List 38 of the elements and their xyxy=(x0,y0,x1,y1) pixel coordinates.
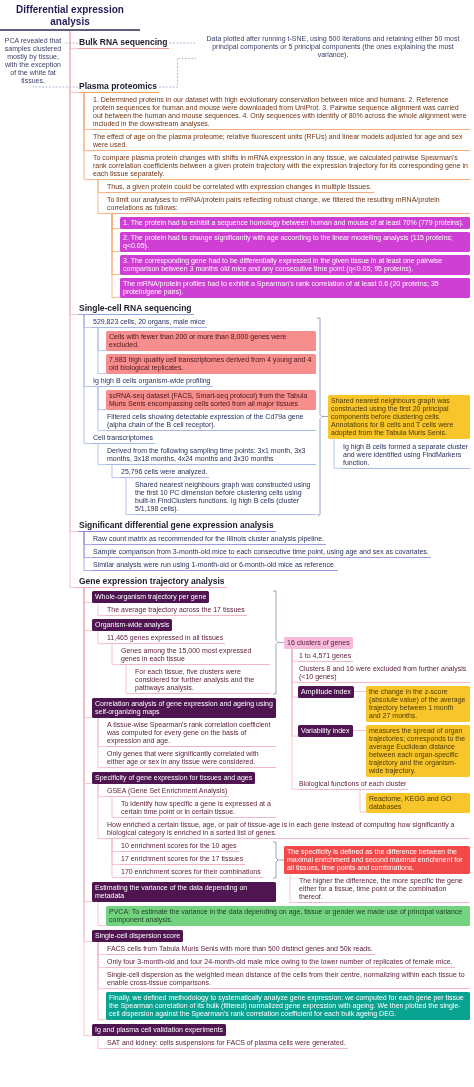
connector-line xyxy=(97,327,107,374)
connector-line xyxy=(97,717,107,768)
connector-line xyxy=(97,443,107,465)
connector-line xyxy=(333,438,343,469)
branch-heading: Significant differential gene expression analysis xyxy=(78,520,276,532)
branch-heading: Single-cell RNA sequencing xyxy=(78,303,194,315)
connector-line xyxy=(97,630,107,644)
connector-line xyxy=(125,664,135,694)
connector-line xyxy=(289,873,299,903)
connector-line xyxy=(97,941,107,1020)
branch-heading: Plasma proteomics xyxy=(78,81,159,93)
connector-line xyxy=(359,789,367,813)
connector-line xyxy=(353,691,367,692)
connector-line xyxy=(111,796,121,818)
connector-line xyxy=(97,602,107,616)
connector-line xyxy=(125,477,135,515)
connector-line xyxy=(97,783,107,839)
connector-line xyxy=(83,92,93,180)
connector-line xyxy=(97,179,107,214)
connector-line xyxy=(111,464,121,478)
branch-heading: Gene expression trajectory analysis xyxy=(78,576,227,588)
connector-line xyxy=(97,1035,107,1049)
dashed-connector xyxy=(32,84,79,88)
dashed-connector xyxy=(63,42,79,44)
connector-line xyxy=(83,531,93,571)
dashed-connector xyxy=(158,58,197,88)
connector-line xyxy=(83,587,93,1036)
connector-line xyxy=(111,643,121,665)
branch-heading: Bulk RNA sequencing xyxy=(78,37,170,49)
connector-line xyxy=(291,648,299,790)
dashed-connector xyxy=(169,42,197,44)
connector-line xyxy=(97,901,107,926)
connector-line xyxy=(111,213,121,298)
connector-line xyxy=(83,314,93,444)
connector-line xyxy=(352,730,367,731)
map-title: Differential expression analysis xyxy=(0,4,140,31)
connector-line xyxy=(97,386,107,431)
connector-line xyxy=(111,838,121,878)
